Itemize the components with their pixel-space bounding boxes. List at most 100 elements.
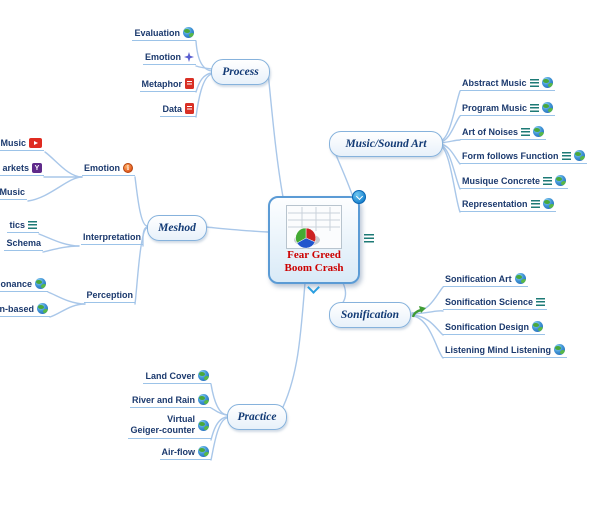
topic-schema[interactable]: Schema [4, 237, 43, 251]
topic-label: Sonification Science [445, 297, 534, 307]
globe-icon [554, 344, 565, 355]
topic-label: Evaluation [134, 27, 180, 38]
topic-sonification[interactable]: Sonification [329, 302, 411, 328]
topic-label: Sonification Design [445, 321, 530, 332]
globe-icon [198, 419, 209, 431]
globe-icon [573, 150, 585, 161]
topic-sonification-art[interactable]: Sonification Art [443, 272, 528, 287]
globe-icon [542, 198, 554, 209]
notes-icon [529, 78, 539, 87]
topic-label: Sonification Art [445, 273, 512, 284]
globe-icon [198, 446, 209, 457]
topic-label: Emotion [145, 52, 181, 62]
topic-land-cover[interactable]: Land Cover [143, 369, 211, 384]
topic-practice-label: Practice [237, 411, 277, 423]
globe-icon [555, 175, 567, 186]
topic-evaluation[interactable]: Evaluation [132, 26, 196, 41]
topic-music-video[interactable]: Music [0, 137, 44, 151]
topic-n-based[interactable]: n-based [0, 302, 50, 317]
topic-label: tics [9, 220, 25, 230]
topic-program-music[interactable]: Program Music [460, 101, 556, 116]
topic-label: Emotion [84, 163, 120, 173]
topic-label: arkets [2, 163, 29, 173]
central-title-line2: Boom Crash [284, 262, 344, 274]
globe-icon [198, 370, 209, 381]
topic-tics[interactable]: tics [7, 219, 39, 233]
topic-label: Musique Concrete [462, 175, 541, 186]
topic-perception[interactable]: Perception [84, 289, 135, 303]
topic-emotion-meshod[interactable]: Emotion [82, 162, 135, 176]
topic-label: Form follows Function [462, 150, 559, 161]
topic-label: Virtual Geiger-counter [130, 414, 195, 435]
notes-icon [28, 221, 37, 229]
yahoo-icon [32, 163, 42, 173]
notes-icon [536, 298, 546, 306]
topic-label: Listening Mind Listening [445, 344, 551, 355]
topic-label: Music [0, 138, 26, 148]
topic-representation[interactable]: Representation [460, 197, 556, 212]
topic-label: Metaphor [141, 78, 183, 89]
red-doc-icon [185, 103, 194, 114]
notes-icon [530, 199, 540, 208]
topic-music-sound-art[interactable]: Music/Sound Art [329, 131, 443, 157]
red-doc-icon [185, 78, 194, 89]
topic-process[interactable]: Process [211, 59, 270, 85]
topic-river-and-rain[interactable]: River and Rain [129, 393, 211, 408]
topic-markets[interactable]: arkets [0, 162, 44, 176]
topic-label: Interpretation [82, 232, 141, 242]
info-icon [123, 163, 133, 173]
green-arrow-icon [411, 306, 426, 318]
topic-label: Art of Noises [462, 126, 519, 137]
topic-metaphor[interactable]: Metaphor [139, 77, 196, 92]
topic-sonification-design[interactable]: Sonification Design [443, 320, 546, 335]
globe-icon [198, 394, 209, 405]
topic-label: Land Cover [145, 370, 195, 381]
youtube-icon [29, 138, 42, 148]
topic-label: Perception [86, 290, 133, 300]
topic-label: Abstract Music [462, 77, 527, 88]
globe-icon [541, 77, 553, 88]
topic-virtual-geiger-counter[interactable]: Virtual Geiger-counter [128, 413, 211, 439]
topic-meshod[interactable]: Meshod [147, 215, 207, 241]
topic-meshod-label: Meshod [158, 222, 196, 234]
notes-icon[interactable] [364, 234, 374, 243]
topic-label: Representation [462, 198, 528, 209]
topic-label: onance [0, 278, 32, 289]
topic-music-2[interactable]: Music [0, 186, 27, 200]
topic-label: Program Music [462, 102, 528, 113]
topic-art-of-noises[interactable]: Art of Noises [460, 125, 547, 140]
globe-icon [37, 303, 48, 314]
notes-icon [521, 127, 531, 136]
topic-sonification-science[interactable]: Sonification Science [443, 296, 548, 310]
topic-process-label: Process [222, 66, 259, 78]
globe-icon [542, 102, 554, 113]
globe-icon [35, 278, 46, 289]
topic-sonification-label: Sonification [340, 309, 400, 321]
topic-musique-concrete[interactable]: Musique Concrete [460, 174, 569, 189]
topic-practice[interactable]: Practice [227, 404, 287, 430]
topic-emotion-process[interactable]: Emotion [143, 51, 196, 65]
globe-icon [533, 126, 545, 137]
topic-abstract-music[interactable]: Abstract Music [460, 76, 555, 91]
topic-label: Schema [6, 238, 41, 248]
topic-data[interactable]: Data [160, 102, 196, 117]
notes-icon [561, 151, 571, 160]
topic-onance[interactable]: onance [0, 277, 48, 292]
topic-label: Air-flow [161, 446, 196, 457]
central-topic[interactable]: Fear Greed Boom Crash [268, 196, 360, 284]
notes-icon [530, 103, 540, 112]
central-title: Fear Greed Boom Crash [285, 249, 344, 275]
topic-interpretation[interactable]: Interpretation [80, 231, 143, 245]
topic-music-sound-art-label: Music/Sound Art [345, 138, 427, 150]
globe-icon [514, 273, 526, 284]
central-title-line1: Fear Greed [287, 249, 341, 261]
sparkle-icon [184, 52, 194, 62]
notes-icon [543, 176, 553, 185]
topic-listening-mind-listening[interactable]: Listening Mind Listening [443, 343, 567, 358]
topic-label: River and Rain [131, 394, 195, 405]
topic-air-flow[interactable]: Air-flow [159, 445, 211, 460]
globe-icon [532, 321, 544, 332]
collapse-button[interactable] [352, 190, 366, 204]
topic-label: n-based [0, 303, 34, 314]
topic-form-follows-function[interactable]: Form follows Function [460, 149, 587, 164]
